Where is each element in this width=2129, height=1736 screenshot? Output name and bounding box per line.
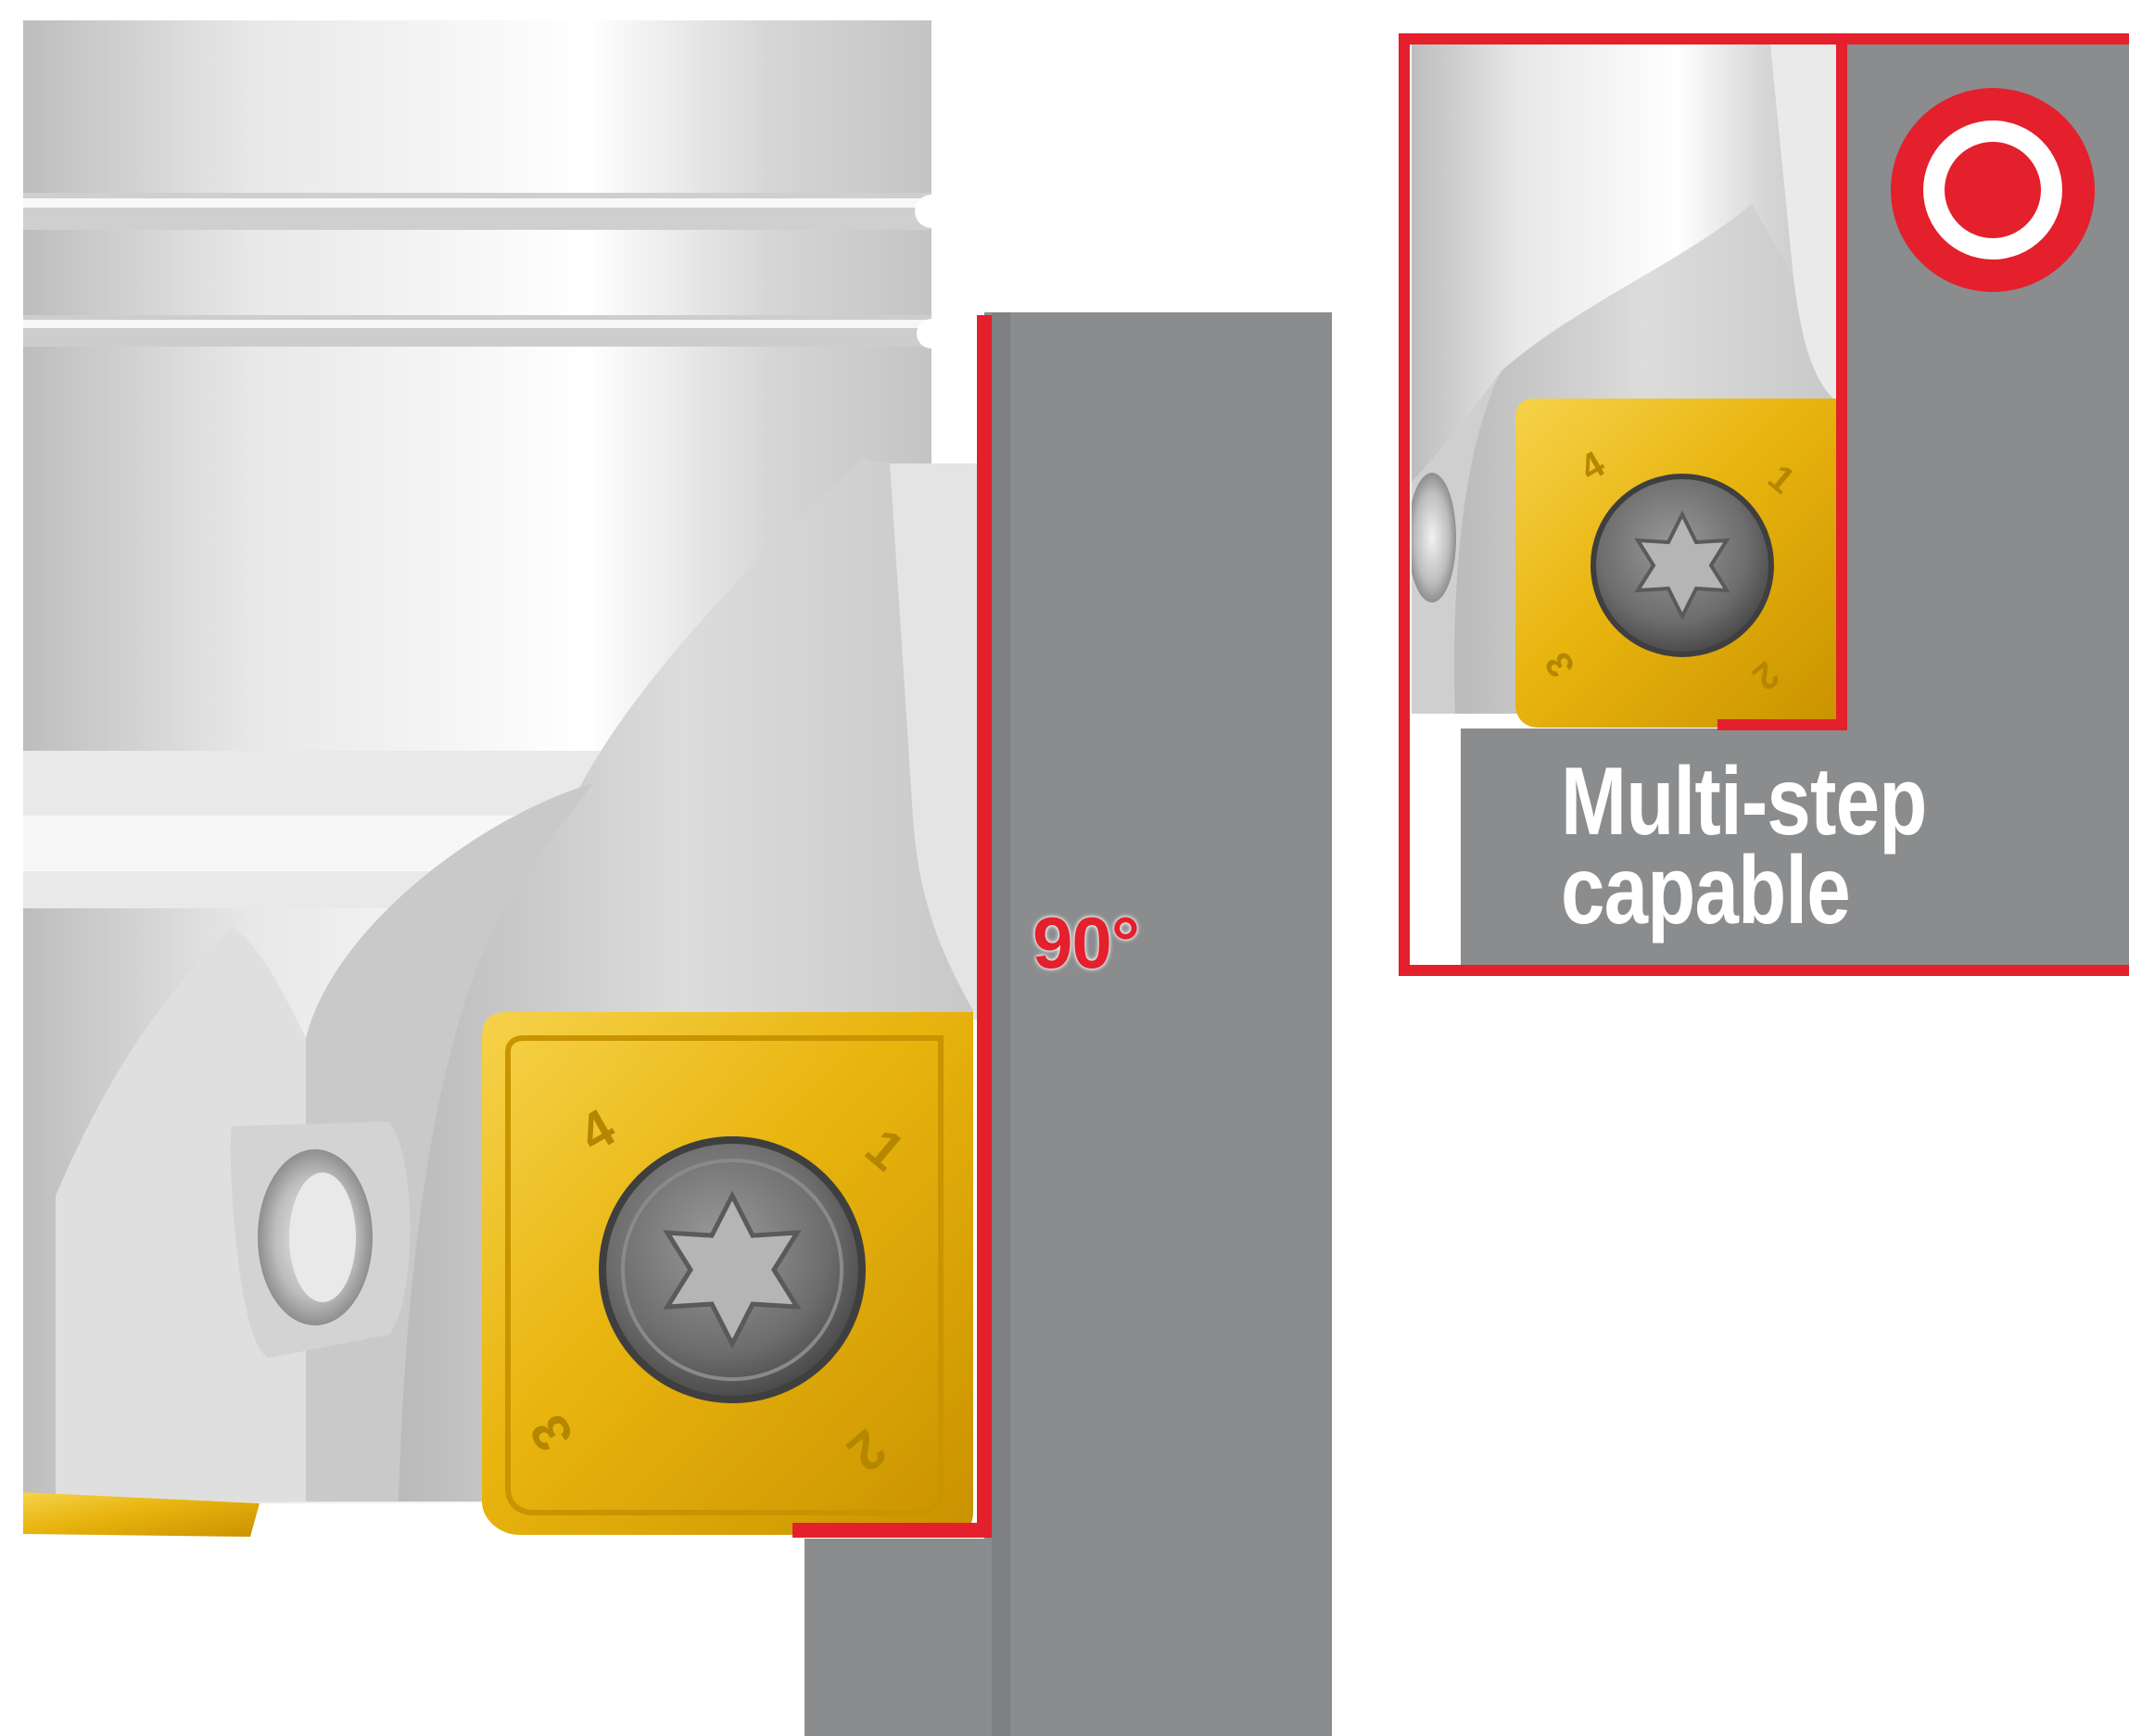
main-insert: 4 1 3 2: [482, 1012, 973, 1535]
right-angle-marker: [792, 315, 992, 1538]
multi-step-caption: Multi-step capable: [1561, 748, 1941, 944]
caption-line-1: Multi-step: [1561, 748, 1927, 855]
detail-panel: 4 1 3 2: [1399, 33, 2129, 976]
caption-line-2: capable: [1561, 836, 1851, 944]
torx-icon: [663, 1190, 802, 1350]
workpiece: [805, 312, 1332, 1736]
red-ring-target-icon: [1891, 88, 2095, 292]
lower-insert-sliver: [23, 1492, 260, 1537]
coolant-hole: [230, 1121, 411, 1358]
angle-label: 90°: [1033, 902, 1140, 983]
